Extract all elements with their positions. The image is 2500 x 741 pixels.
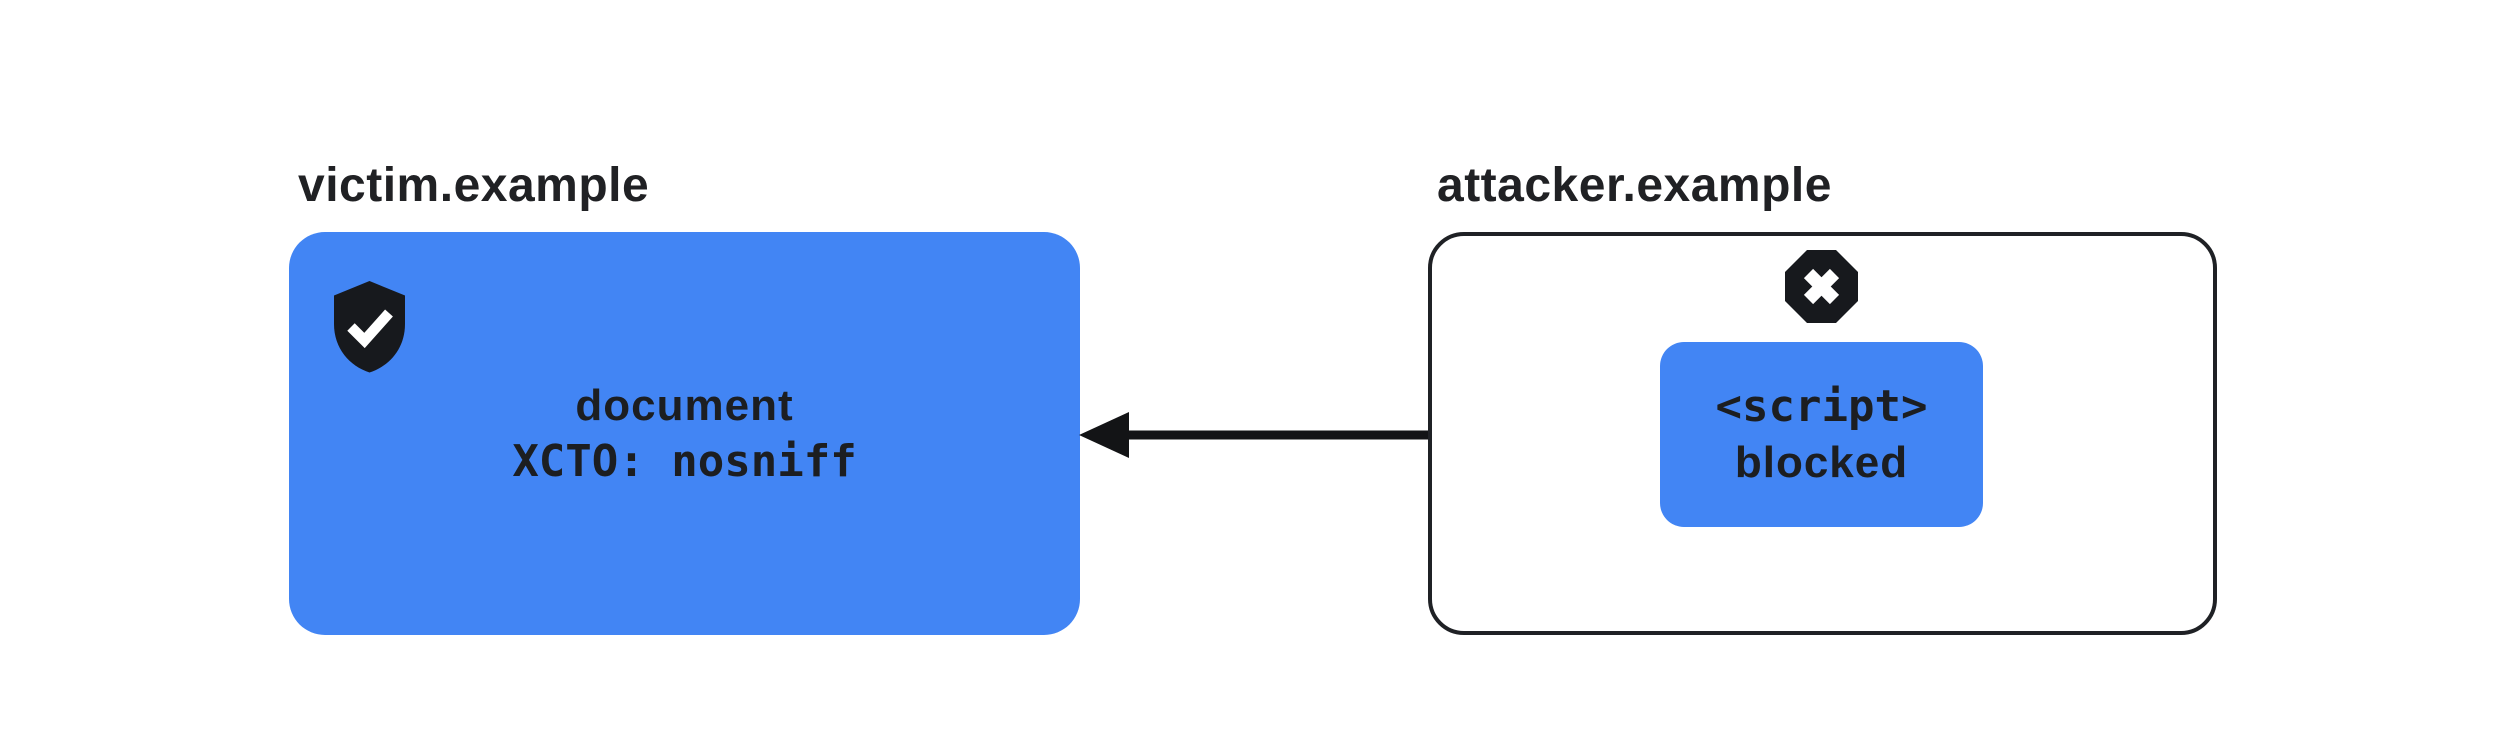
victim-card-line1: document [575,380,794,430]
victim-domain-label: victim.example [298,159,650,212]
script-card-text: <script> blocked [1716,379,1928,491]
script-card-line1: <script> [1715,380,1928,432]
victim-card-line2: XCTO: nosniff [512,435,857,487]
blocked-script-card: <script> blocked [1660,342,1983,527]
attacker-domain-label: attacker.example [1437,159,1832,212]
victim-card-text: document XCTO: nosniff [512,378,856,490]
victim-document-card: document XCTO: nosniff [289,232,1080,635]
shield-check-icon [334,281,405,373]
script-card-line2: blocked [1734,437,1909,487]
blocked-octagon-x-icon [1785,250,1858,323]
